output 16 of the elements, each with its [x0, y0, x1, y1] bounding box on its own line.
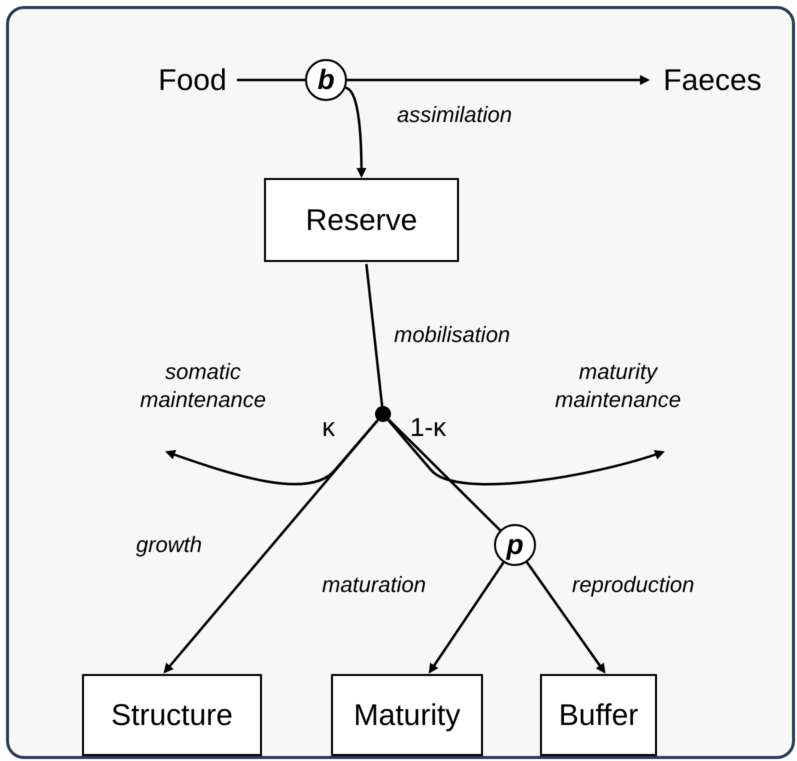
compartment-box: Maturity [331, 674, 483, 756]
arrow [428, 562, 504, 674]
arrow [347, 75, 650, 85]
arrow [387, 419, 665, 486]
node-label: Faeces [650, 58, 775, 102]
arrow [164, 419, 379, 674]
compartment-box: Reserve [264, 178, 459, 262]
node-label: Food [150, 58, 235, 102]
parameter-label: 1-κ [410, 411, 446, 444]
parameter-label: κ [322, 411, 335, 444]
compartment-box: Buffer [540, 674, 657, 756]
arrow [345, 86, 366, 178]
compartment-box: Structure [82, 674, 262, 756]
arrow [526, 562, 606, 674]
flux-label: maturity maintenance [528, 358, 708, 452]
flux-label: somatic maintenance [113, 358, 293, 452]
